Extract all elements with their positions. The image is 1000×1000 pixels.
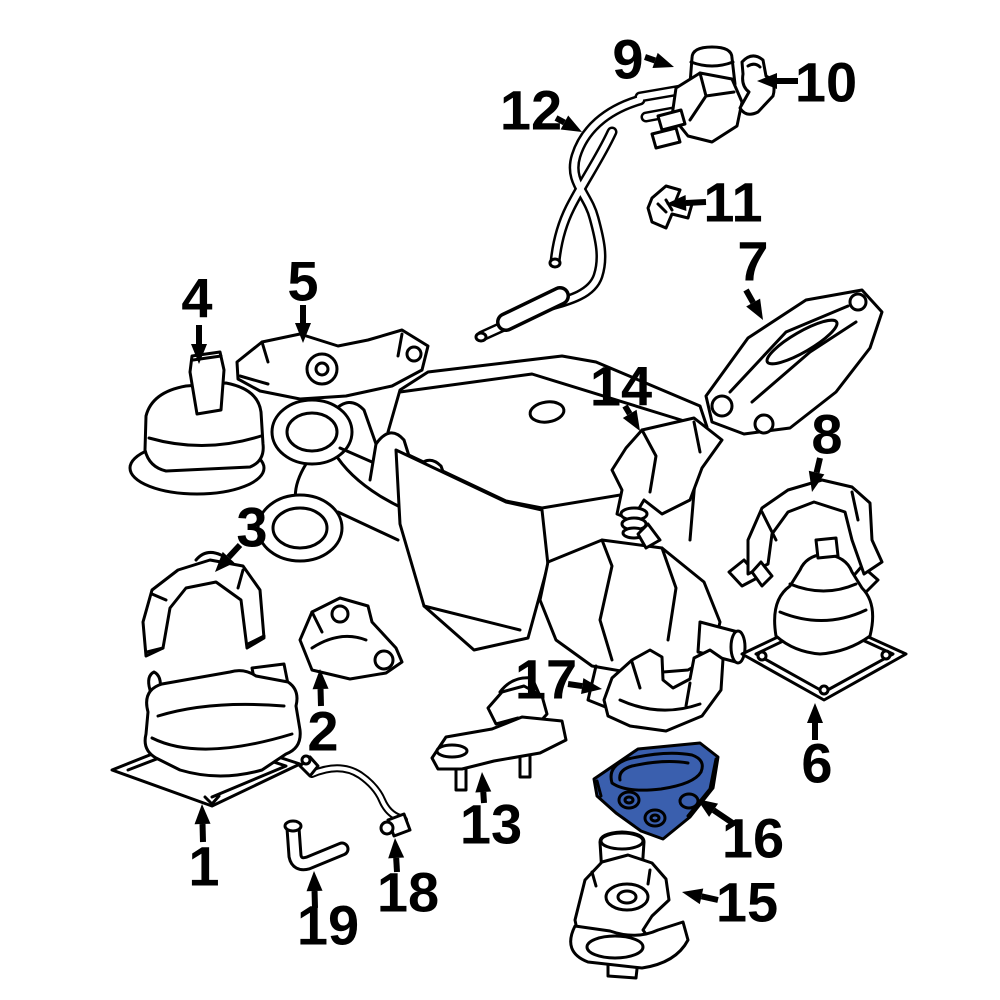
callout-label-2: 2: [307, 700, 338, 763]
callout-arrow-line: [700, 893, 719, 903]
callout-14: 14: [590, 355, 652, 431]
callout-label-7: 7: [737, 230, 768, 293]
part-5-drawing: [235, 328, 430, 401]
callout-15: 15: [682, 871, 778, 934]
part-9-drawing: [650, 45, 744, 150]
part-18-drawing: [298, 754, 412, 838]
part-13-drawing: [430, 676, 568, 792]
callout-1: 1: [188, 804, 220, 898]
part-4-drawing: [128, 350, 266, 496]
callout-18: 18: [377, 838, 439, 924]
callout-arrow-line: [480, 791, 487, 804]
callout-arrow-head: [682, 888, 704, 905]
callout-arrow-head: [666, 195, 687, 211]
callout-label-1: 1: [188, 835, 219, 898]
part-3-drawing: [141, 550, 266, 658]
callout-arrow-line: [622, 404, 633, 416]
callout-17: 17: [515, 648, 602, 711]
callout-arrow-head: [807, 703, 823, 723]
callout-arrow-head: [560, 115, 582, 132]
callout-arrow-line: [393, 857, 400, 873]
callout-label-11: 11: [703, 171, 762, 234]
callout-arrow-line: [554, 115, 566, 126]
part-16-drawing: [592, 741, 720, 841]
callout-label-3: 3: [236, 496, 267, 559]
callout-11: 11: [666, 171, 763, 234]
callout-arrow-head: [746, 298, 763, 320]
part-6-drawing: [740, 536, 908, 702]
callout-label-12: 12: [500, 79, 562, 142]
callout-arrow-line: [813, 457, 823, 474]
callout-arrow-head: [215, 551, 235, 572]
callout-label-19: 19: [297, 894, 359, 957]
callout-6: 6: [801, 703, 833, 795]
callout-label-8: 8: [811, 403, 842, 466]
callout-arrow-head: [306, 871, 323, 892]
callout-3: 3: [215, 496, 268, 572]
callout-label-18: 18: [377, 861, 439, 924]
callout-arrow-head: [312, 669, 329, 690]
callout-13: 13: [460, 772, 522, 856]
part-2-drawing: [298, 596, 404, 681]
callout-arrow-head: [652, 52, 674, 69]
callout-arrow-head: [808, 470, 825, 492]
callout-arrow-line: [226, 542, 243, 560]
part-14-drawing: [610, 416, 724, 550]
callout-7: 7: [737, 230, 769, 320]
callout-arrow-head: [757, 73, 777, 89]
callout-16: 16: [697, 799, 784, 870]
callout-9: 9: [612, 28, 674, 91]
callout-arrow-head: [295, 323, 311, 343]
callout-label-14: 14: [590, 355, 652, 418]
callout-8: 8: [808, 403, 843, 492]
callout-arrow-head: [475, 772, 492, 793]
callout-label-6: 6: [801, 732, 832, 795]
callout-label-16: 16: [722, 807, 784, 870]
callout-10: 10: [757, 51, 857, 114]
callout-label-10: 10: [795, 51, 857, 114]
callout-arrow-head: [191, 344, 207, 364]
callout-arrow-line: [644, 54, 657, 64]
callout-arrow-head: [697, 799, 719, 817]
part-15-drawing: [569, 830, 690, 980]
callout-arrow-head: [581, 678, 602, 695]
callout-arrow-line: [685, 199, 707, 206]
callout-label-13: 13: [460, 793, 522, 856]
part-1-drawing: [110, 662, 302, 808]
callout-arrow-line: [743, 288, 756, 305]
part-7-drawing: [704, 288, 884, 436]
callout-arrow-line: [711, 807, 736, 827]
part-8-drawing: [727, 478, 884, 594]
part-11-drawing: [646, 184, 694, 230]
part-19-drawing: [283, 819, 350, 872]
part-10-drawing: [738, 54, 776, 116]
part-17-drawing: [602, 648, 725, 733]
callout-label-15: 15: [716, 871, 778, 934]
callout-12: 12: [500, 79, 582, 142]
callout-arrow-head: [388, 838, 405, 859]
callout-arrow-head: [622, 409, 640, 431]
callout-label-4: 4: [181, 267, 212, 330]
callout-label-5: 5: [287, 250, 318, 313]
callout-label-9: 9: [612, 28, 643, 91]
callout-label-17: 17: [515, 648, 577, 711]
callout-arrow-line: [567, 681, 583, 690]
callout-5: 5: [287, 250, 319, 343]
callout-19: 19: [297, 871, 359, 957]
callout-arrow-head: [194, 804, 211, 825]
callout-2: 2: [307, 669, 339, 763]
callout-4: 4: [181, 267, 213, 364]
